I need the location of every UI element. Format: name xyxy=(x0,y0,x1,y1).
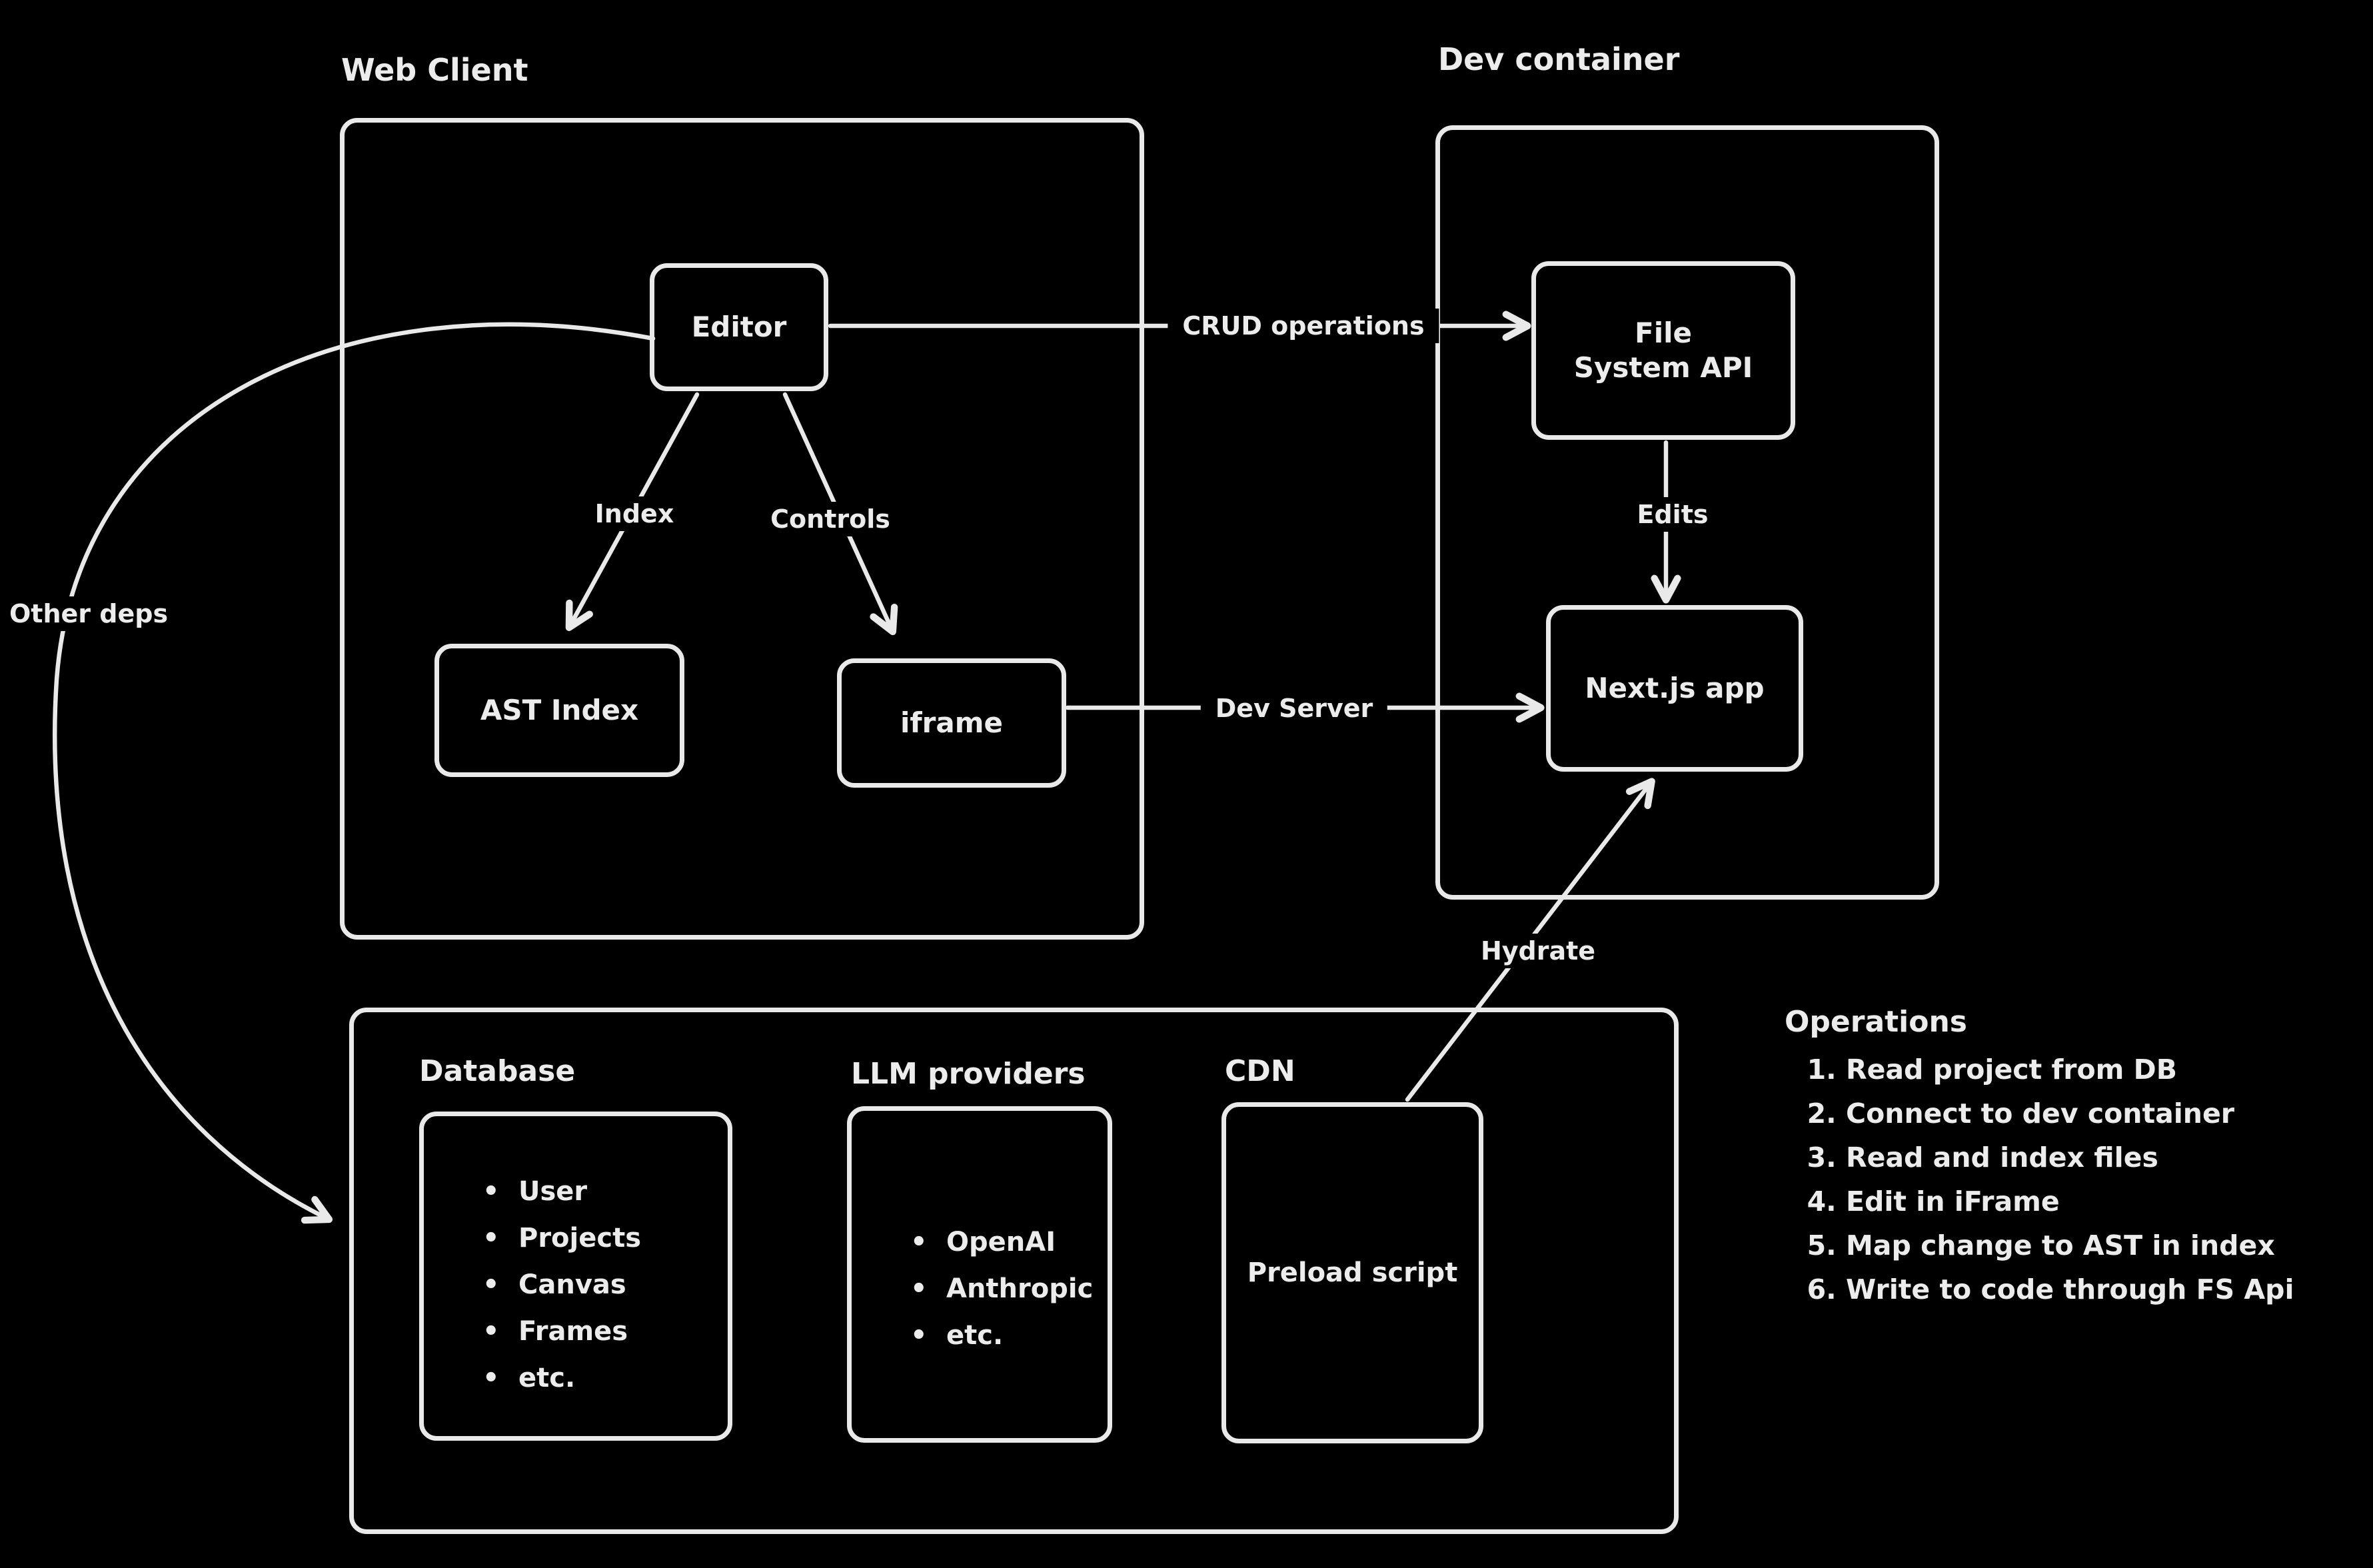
nextjs-app-label: Next.js app xyxy=(1585,671,1765,704)
operations-list-item: Edit in iFrame xyxy=(1846,1179,2294,1223)
other-deps-edge-label: Other deps xyxy=(3,596,175,631)
services-group-box xyxy=(349,1008,1679,1534)
file-system-api-node: File System API xyxy=(1531,261,1795,440)
operations-title: Operations xyxy=(1785,1005,1967,1039)
database-list-item: etc. xyxy=(477,1355,641,1401)
nextjs-app-node: Next.js app xyxy=(1546,605,1803,772)
dev-container-group-box xyxy=(1435,125,1939,900)
cdn-panel: Preload script xyxy=(1221,1102,1483,1443)
other-deps-arrow xyxy=(52,322,656,1224)
operations-list-item: Read project from DB xyxy=(1846,1048,2294,1092)
cdn-title: CDN xyxy=(1225,1054,1295,1088)
dev-container-group-label: Dev container xyxy=(1438,41,1680,77)
database-list-item: User xyxy=(477,1168,641,1215)
llm-provider-list-item: etc. xyxy=(905,1312,1093,1359)
database-list-item: Frames xyxy=(477,1308,641,1355)
index-edge-label: Index xyxy=(580,496,689,531)
cdn-content: Preload script xyxy=(1247,1257,1458,1288)
ast-index-label: AST Index xyxy=(480,693,639,726)
edits-edge-label: Edits xyxy=(1622,497,1723,532)
file-system-api-label: File System API xyxy=(1573,316,1753,385)
llm-providers-panel: OpenAIAnthropicetc. xyxy=(847,1106,1112,1443)
hydrate-edge-label: Hydrate xyxy=(1465,934,1611,968)
iframe-node: iframe xyxy=(837,658,1066,788)
database-list-item: Projects xyxy=(477,1215,641,1261)
editor-label: Editor xyxy=(691,310,787,343)
controls-edge-label: Controls xyxy=(756,502,905,536)
operations-list-item: Map change to AST in index xyxy=(1846,1223,2294,1267)
iframe-label: iframe xyxy=(900,706,1003,739)
llm-providers-title: LLM providers xyxy=(851,1057,1086,1091)
operations-list: Read project from DBConnect to dev conta… xyxy=(1799,1048,2294,1311)
database-list-item: Canvas xyxy=(477,1261,641,1308)
dev-server-edge-label: Dev Server xyxy=(1200,691,1388,726)
web-client-group-box xyxy=(340,118,1144,940)
database-list: UserProjectsCanvasFramesetc. xyxy=(477,1168,641,1401)
llm-providers-list: OpenAIAnthropicetc. xyxy=(905,1219,1093,1359)
editor-node: Editor xyxy=(650,263,828,391)
ast-index-node: AST Index xyxy=(434,644,684,777)
llm-provider-list-item: OpenAI xyxy=(905,1219,1093,1265)
web-client-group-label: Web Client xyxy=(341,52,528,88)
operations-list-item: Connect to dev container xyxy=(1846,1092,2294,1136)
operations-list-item: Read and index files xyxy=(1846,1136,2294,1179)
database-title: Database xyxy=(419,1054,576,1088)
operations-list-item: Write to code through FS Api xyxy=(1846,1267,2294,1311)
llm-provider-list-item: Anthropic xyxy=(905,1265,1093,1312)
crud-operations-edge-label: CRUD operations xyxy=(1168,309,1439,343)
database-panel: UserProjectsCanvasFramesetc. xyxy=(419,1112,732,1441)
